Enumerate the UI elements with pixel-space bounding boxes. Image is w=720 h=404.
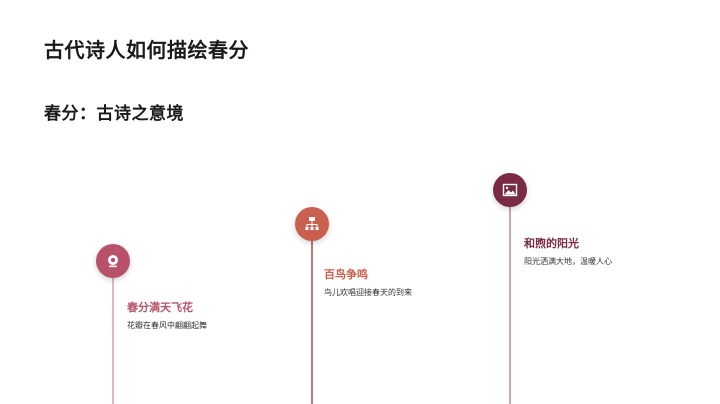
timeline-heading-2: 百鸟争鸣	[324, 268, 368, 281]
timeline-desc-3: 阳光洒满大地，温暖人心	[524, 257, 612, 266]
timeline-node-1	[96, 244, 130, 278]
page-title: 古代诗人如何描绘春分	[44, 38, 249, 62]
image-icon	[502, 182, 518, 198]
timeline-line-2	[311, 232, 313, 404]
timeline-heading-1: 春分满天飞花	[127, 301, 193, 314]
sitemap-icon	[304, 216, 320, 232]
page-subtitle: 春分：古诗之意境	[44, 104, 184, 124]
timeline-desc-2: 鸟儿欢唱迎接春天的到来	[324, 288, 412, 297]
timeline-desc-1: 花瓣在春风中翩翩起舞	[127, 321, 207, 330]
timeline-node-2	[295, 207, 329, 241]
timeline-line-3	[509, 198, 511, 404]
webcam-icon	[105, 253, 121, 269]
timeline-node-3	[493, 173, 527, 207]
timeline-heading-3: 和煦的阳光	[524, 237, 579, 250]
timeline-line-1	[112, 270, 114, 404]
